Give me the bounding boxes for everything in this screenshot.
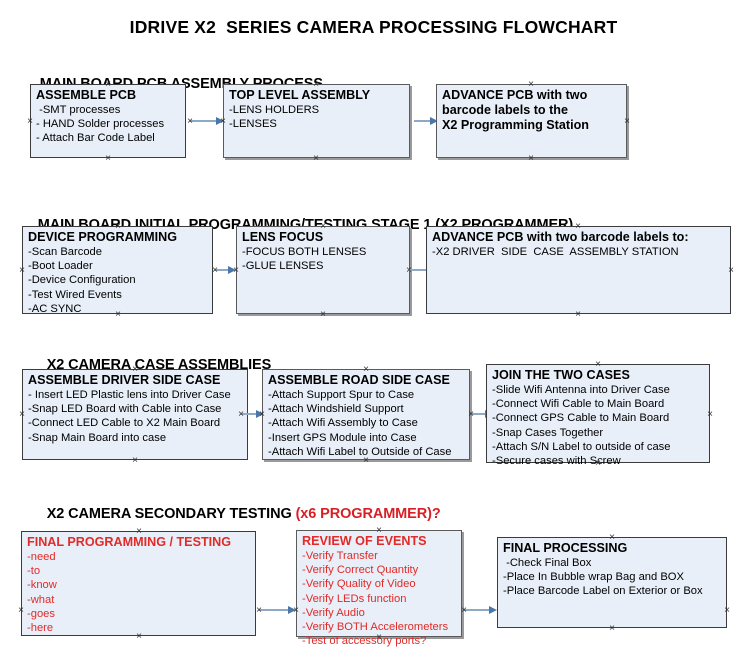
box-line: -Verify Transfer [302,550,378,562]
box-line: -Device Configuration [28,274,136,287]
section-header-text: X2 CAMERA SECONDARY TESTING [46,506,296,522]
connector-top-level-assembly-to-advance-pcb [414,117,438,125]
box-line: -Verify LEDs function [302,592,407,605]
box-line: -Snap Cases Together [492,426,604,439]
box-line: -Boot Loader [28,260,93,273]
section-header-x2-camera-secondary-testing: X2 CAMERA SECONDARY TESTING (x6 PROGRAMM… [31,490,441,538]
box-line: -SMT processes [36,104,121,116]
box-line: -Connect LED Cable to X2 Main Board [28,417,221,430]
box-lens-focus[interactable]: LENS FOCUS -FOCUS BOTH LENSES -GLUE LENS… [236,226,410,314]
box-line: -Snap Main Board into case [28,431,167,444]
box-line: -Slide Wifi Antenna into Driver Case [492,384,670,396]
box-title: ASSEMBLE PCB [36,88,137,102]
box-title: ASSEMBLE DRIVER SIDE CASE [28,373,221,387]
box-final-processing[interactable]: FINAL PROCESSING -Check Final Box -Place… [497,537,727,628]
box-title: DEVICE PROGRAMMING [28,230,178,244]
box-line: -LENS HOLDERS [229,104,320,116]
box-line: -X2 DRIVER SIDE CASE ASSEMBLY STATION [432,246,679,258]
box-assemble-pcb[interactable]: ASSEMBLE PCB -SMT processes - HAND Solde… [30,84,186,158]
box-line: -goes [27,607,55,620]
box-line: - HAND Solder processes [36,118,165,131]
box-title: FINAL PROGRAMMING / TESTING [27,535,232,549]
box-line: -Verify BOTH Accelerometers [302,621,449,634]
connector-assemble-pcb-to-top-level-assembly [190,117,224,125]
box-line: -Snap LED Board with Cable into Case [28,403,222,416]
box-line: - Attach Bar Code Label [36,132,155,145]
box-line: -Secure cases with Screw [492,455,621,468]
box-title: TOP LEVEL ASSEMBLY [229,88,371,102]
box-line: -Verify Correct Quantity [302,564,419,577]
box-assemble-driver-side-case[interactable]: ASSEMBLE DRIVER SIDE CASE - Insert LED P… [22,369,248,460]
box-join-the-two-cases[interactable]: JOIN THE TWO CASES -Slide Wifi Antenna i… [486,364,710,467]
box-line: -Connect GPS Cable to Main Board [492,412,670,425]
box-line: -know [27,579,57,592]
box-line: - Insert LED Plastic lens into Driver Ca… [28,389,231,401]
box-line: -Scan Barcode [28,246,103,258]
box-line: -need [27,551,56,563]
box-line: -AC SYNC [28,302,82,315]
box-line: -Attach Support Spur to Case [268,389,415,401]
section-header-accent-text: (x6 PROGRAMMER)? [295,506,441,522]
box-final-programming-testing[interactable]: FINAL PROGRAMMING / TESTING -need -to -k… [21,531,256,636]
box-line: -to [27,565,41,578]
box-title: ADVANCE PCB with two barcode labels to t… [442,88,589,132]
box-line: -Connect Wifi Cable to Main Board [492,398,665,411]
box-advance-pcb-to-driver-side-case-assembly[interactable]: ADVANCE PCB with two barcode labels to: … [426,226,731,314]
connector-road-side-to-join-cases [471,410,493,418]
box-title: ASSEMBLE ROAD SIDE CASE [268,373,450,387]
connector-driver-side-to-road-side [241,410,264,418]
connector-lens-focus-to-advance-pcb [409,266,434,274]
box-line: -Verify Audio [302,606,365,619]
connector-review-of-events-to-final-processing [464,606,497,614]
box-line: -Attach Wifi Assembly to Case [268,417,418,430]
box-line: -FOCUS BOTH LENSES [242,246,367,258]
box-line: -Test Wired Events [28,288,122,301]
box-line: -Place In Bubble wrap Bag and BOX [503,571,684,584]
box-line: -Attach S/N Label to outside of case [492,440,671,453]
box-line: -LENSES [229,118,277,131]
page-title: IDRIVE X2 SERIES CAMERA PROCESSING FLOWC… [129,17,618,37]
box-title: REVIEW OF EVENTS [302,534,427,548]
box-line: -here [27,622,54,635]
box-title: FINAL PROCESSING [503,541,628,555]
box-device-programming[interactable]: DEVICE PROGRAMMING -Scan Barcode -Boot L… [22,226,213,315]
box-line: -Insert GPS Module into Case [268,431,417,444]
box-advance-pcb-to-x2-programming-station[interactable]: ADVANCE PCB with two barcode labels to t… [436,84,627,158]
box-line: -what [27,593,55,606]
box-line: -Verify Quality of Video [302,578,416,591]
box-assemble-road-side-case[interactable]: ASSEMBLE ROAD SIDE CASE -Attach Support … [262,369,470,460]
box-review-of-events[interactable]: REVIEW OF EVENTS -Verify Transfer -Verif… [296,530,462,647]
box-line: -Place Barcode Label on Exterior or Box [503,585,703,598]
connector-device-programming-to-lens-focus [215,266,236,274]
box-line: -Attach Windshield Support [268,403,404,416]
box-top-level-assembly[interactable]: TOP LEVEL ASSEMBLY -LENS HOLDERS -LENSES [223,84,410,158]
box-line: -Attach Wifi Label to Outside of Case [268,445,452,458]
box-title: LENS FOCUS [242,230,324,244]
box-title: ADVANCE PCB with two barcode labels to: [432,230,689,244]
connector-final-programming-to-review-of-events [259,606,296,614]
box-line-overflow: -Test of accessory ports? [302,635,427,648]
box-title: JOIN THE TWO CASES [492,368,630,382]
box-line: -GLUE LENSES [242,260,324,273]
box-line: -Check Final Box [503,557,592,569]
